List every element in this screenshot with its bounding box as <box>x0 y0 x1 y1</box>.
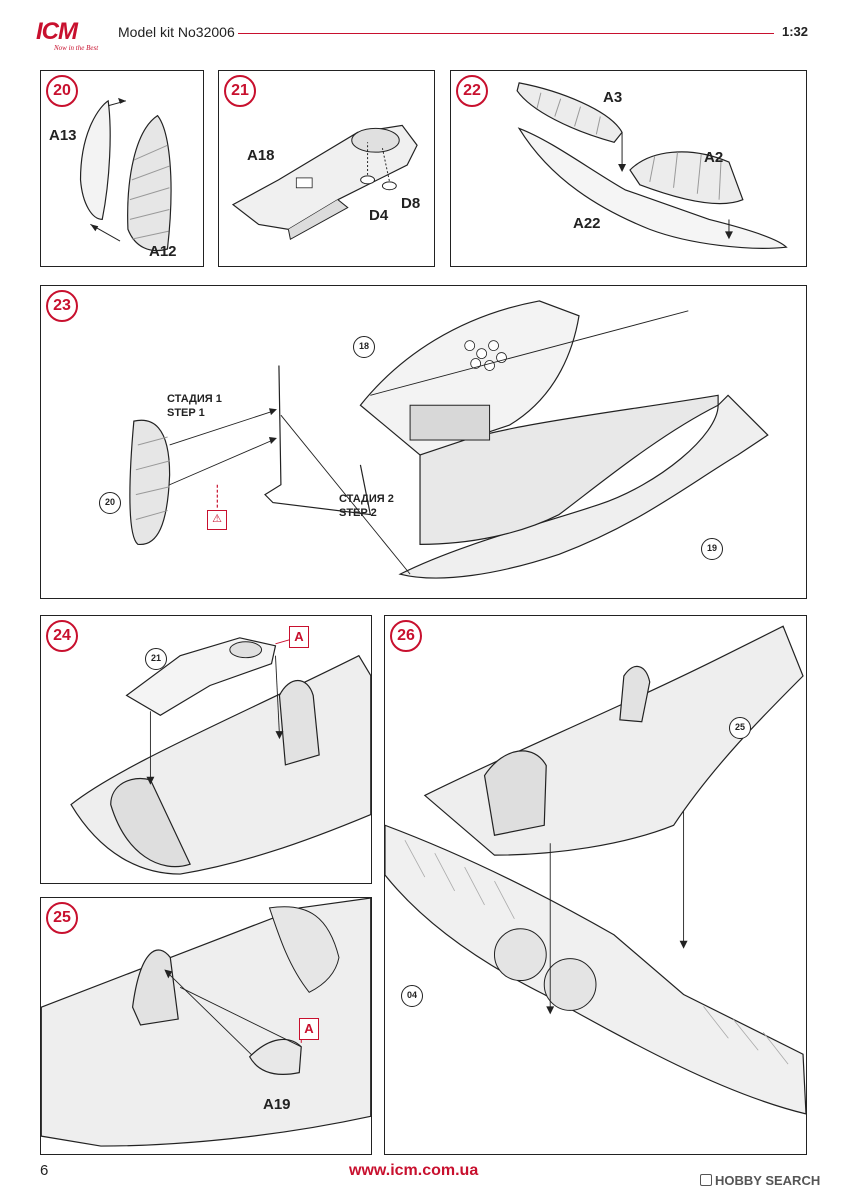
cockpit-fitting-illustration <box>70 637 371 875</box>
step-number: 24 <box>46 620 78 652</box>
stage-1-ru: СТАДИЯ 1 <box>167 393 222 405</box>
step-number: 25 <box>46 902 78 934</box>
part-label: A18 <box>247 147 275 164</box>
step-number: 20 <box>46 75 78 107</box>
part-label: A22 <box>573 215 601 232</box>
step-26-panel: 26 25 04 <box>384 615 807 1155</box>
ref-step-25: 25 <box>729 717 751 739</box>
step-21-panel: 21 A18 D4 D8 <box>218 70 435 267</box>
part-label: D4 <box>369 207 389 224</box>
step-25-panel: 25 A19 A <box>40 897 372 1155</box>
ref-step-18: 18 <box>353 336 375 358</box>
cockpit-deck-illustration <box>231 124 418 241</box>
part-label: A3 <box>603 89 623 106</box>
stage-2-label: СТАДИЯ 2 STEP 2 <box>339 492 394 520</box>
logo-text: ICM <box>36 18 78 45</box>
watermark-icon <box>700 1174 712 1186</box>
ref-step-04: 04 <box>401 985 423 1007</box>
page-number: 6 <box>40 1162 49 1179</box>
logo-tagline: Now in the Best <box>54 44 99 52</box>
step-23-panel: 23 18 20 19 СТАДИЯ 1 STEP 1 СТАДИЯ 2 STE… <box>40 285 807 599</box>
stage-2-ru: СТАДИЯ 2 <box>339 493 394 505</box>
ref-step-19: 19 <box>701 538 723 560</box>
tailplane-illustration <box>516 82 788 249</box>
watermark: HOBBY SEARCH <box>700 1173 820 1188</box>
step-22-panel: 22 A3 A2 A22 <box>450 70 807 267</box>
callout-a-box: A <box>289 626 309 648</box>
stage-1-label: СТАДИЯ 1 STEP 1 <box>167 392 222 420</box>
header-rule <box>238 33 774 34</box>
step-number: 23 <box>46 290 78 322</box>
part-label: D8 <box>401 195 421 212</box>
part-label: A12 <box>149 243 177 260</box>
part-label: A13 <box>49 127 77 144</box>
stage-2-en: STEP 2 <box>339 507 377 519</box>
kit-title: Model kit No32006 <box>118 24 235 40</box>
ref-step-21: 21 <box>145 648 167 670</box>
ref-step-20: 20 <box>99 492 121 514</box>
stage-1-en: STEP 1 <box>167 407 205 419</box>
step-number: 21 <box>224 75 256 107</box>
fuselage-cockpit-illustration <box>129 300 769 579</box>
website-link[interactable]: www.icm.com.ua <box>349 1162 479 1179</box>
watermark-text: HOBBY SEARCH <box>715 1173 821 1188</box>
step-24-panel: 24 21 A <box>40 615 372 884</box>
part-label: A2 <box>704 149 724 166</box>
step-number: 22 <box>456 75 488 107</box>
page-header: ICM Now in the Best Model kit No32006 1:… <box>0 0 848 60</box>
step-number: 26 <box>390 620 422 652</box>
icm-logo: ICM Now in the Best <box>36 18 106 58</box>
step-20-panel: 20 A13 A12 <box>40 70 204 267</box>
canopy-part-illustration <box>79 97 172 252</box>
glue-warning-icon: ⚠ <box>207 510 227 530</box>
headrest-fitting-illustration <box>41 898 371 1147</box>
part-label: A19 <box>263 1096 291 1113</box>
kit-scale: 1:32 <box>782 24 809 39</box>
wing-fuselage-illustration <box>385 625 806 1115</box>
callout-a-box: A <box>299 1018 319 1040</box>
